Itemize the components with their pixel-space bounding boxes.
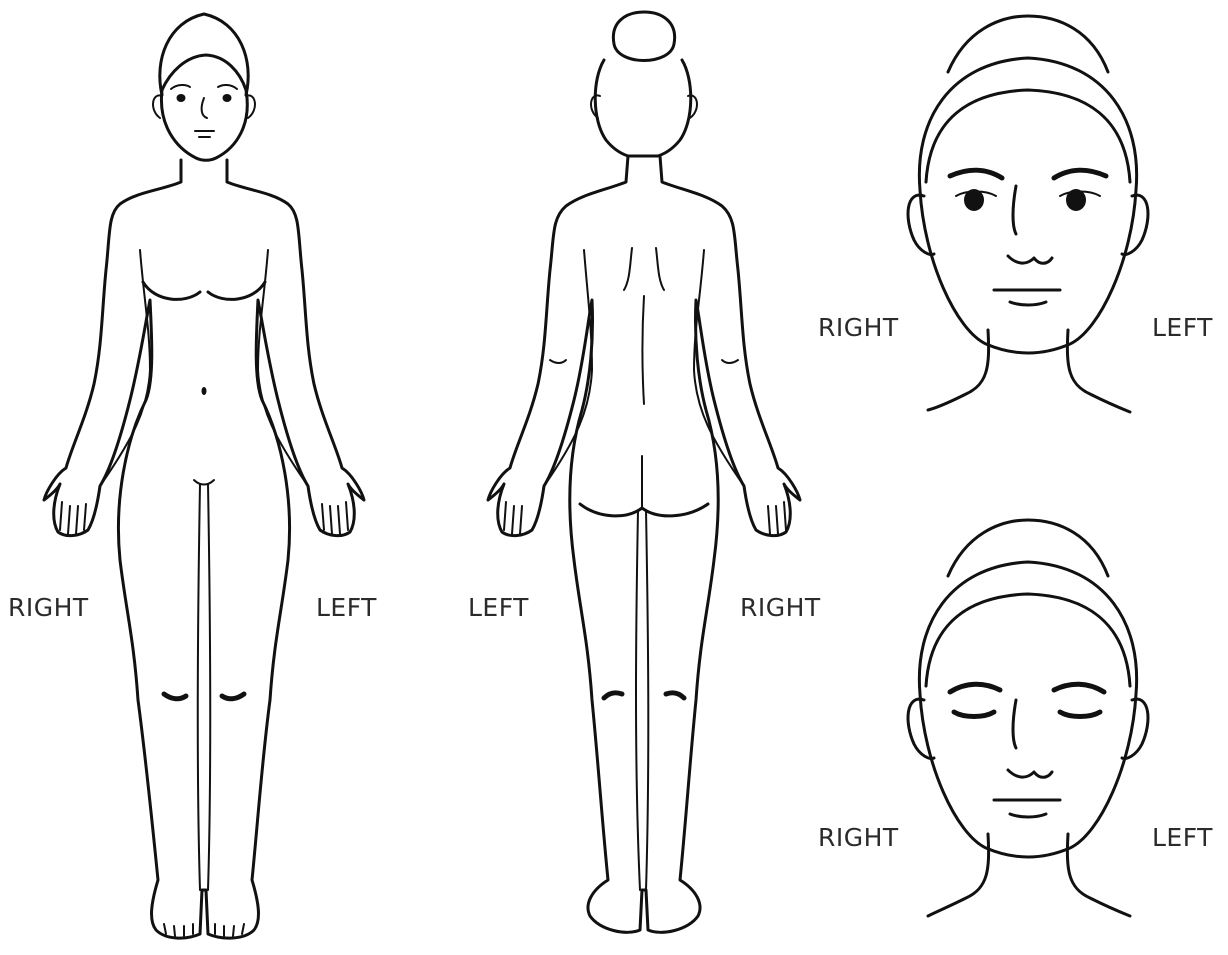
front-fingers-right	[60, 502, 86, 534]
face-open-mouth	[994, 290, 1060, 305]
back-body-outline	[488, 156, 800, 932]
face-closed-neck	[928, 834, 1130, 916]
face-closed-hairline	[926, 594, 1130, 686]
back-elbow-right	[722, 360, 738, 363]
back-hair-bun	[613, 12, 674, 61]
front-pelvis	[194, 480, 214, 485]
front-navel	[202, 387, 207, 395]
front-eye-right	[177, 94, 186, 102]
face-closed-brow-right	[950, 684, 1000, 692]
face-closed-mouth	[994, 800, 1060, 817]
face-open-brow-right	[950, 170, 1002, 178]
face-closed-eye-right	[954, 712, 994, 717]
front-knee-right	[164, 694, 186, 699]
face-open-iris-right	[964, 189, 984, 211]
face-closed-nose	[1008, 700, 1052, 777]
face-open-right-label: RIGHT	[818, 313, 899, 342]
back-shoulder-blade-left	[624, 248, 632, 290]
face-open-iris-left	[1066, 189, 1086, 211]
front-inner-arm-left	[258, 250, 308, 486]
face-closed-head	[919, 562, 1136, 857]
back-body-figure	[488, 12, 800, 932]
back-shoulder-blade-right	[656, 248, 664, 290]
back-knee-right	[666, 693, 684, 698]
front-inner-arm-right	[100, 250, 150, 486]
front-toes-left	[215, 924, 244, 936]
face-closed-left-label: LEFT	[1152, 823, 1213, 852]
front-knee-left	[222, 694, 244, 699]
front-head	[161, 55, 247, 160]
back-head	[595, 60, 691, 156]
front-left-label: LEFT	[316, 593, 377, 622]
face-closed-brow-left	[1054, 684, 1104, 692]
face-open-nose	[1008, 186, 1052, 263]
face-closed-hair	[948, 520, 1108, 576]
face-open-head	[919, 58, 1136, 353]
front-body-figure	[44, 14, 364, 938]
back-fingers-right	[768, 502, 786, 534]
front-fingers-left	[322, 502, 348, 534]
back-buttocks	[580, 504, 708, 516]
back-knee-left	[604, 693, 622, 698]
back-elbow-left	[550, 360, 566, 363]
face-closed-eye-left	[1060, 712, 1100, 717]
front-brow-left	[218, 85, 237, 89]
back-fingers-left	[504, 502, 522, 534]
front-breast-right	[143, 282, 200, 299]
back-inner-arm-left	[544, 250, 592, 486]
front-toes-right	[164, 924, 193, 936]
back-leg-split	[636, 510, 648, 890]
front-leg-split	[198, 484, 211, 890]
front-eye-left	[223, 94, 232, 102]
face-open-left-label: LEFT	[1152, 313, 1213, 342]
front-breast-left	[208, 282, 265, 299]
back-spine	[643, 296, 645, 404]
face-eyes-open-figure	[908, 16, 1148, 412]
back-inner-arm-right	[694, 250, 744, 486]
back-right-label: RIGHT	[740, 593, 821, 622]
face-open-brow-left	[1054, 170, 1106, 178]
face-open-hairline	[926, 90, 1130, 182]
back-left-label: LEFT	[468, 593, 529, 622]
front-mouth	[195, 131, 214, 137]
face-closed-right-label: RIGHT	[818, 823, 899, 852]
front-nose	[202, 98, 207, 118]
front-right-label: RIGHT	[8, 593, 89, 622]
face-open-hair	[948, 16, 1108, 72]
face-eyes-closed-figure	[908, 520, 1148, 916]
front-brow-right	[171, 85, 190, 89]
front-body-outline	[44, 160, 364, 938]
face-open-neck	[928, 330, 1130, 412]
